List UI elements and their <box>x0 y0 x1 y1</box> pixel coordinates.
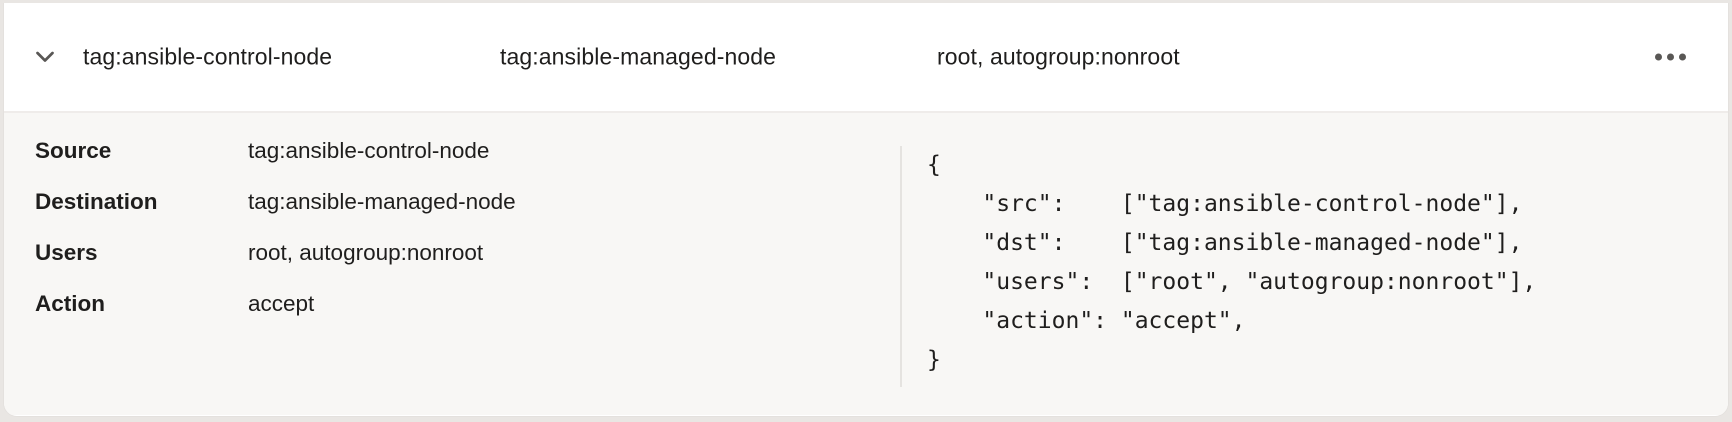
rule-details-panel: Source tag:ansible-control-node Destinat… <box>4 113 1728 415</box>
field-label: Users <box>35 239 98 265</box>
rule-json-pane: { "src": ["tag:ansible-control-node"], "… <box>900 146 1728 387</box>
rule-json-code: { "src": ["tag:ansible-control-node"], "… <box>927 146 1728 380</box>
code-line: } <box>927 347 941 373</box>
header-destination-cell: tag:ansible-managed-node <box>500 43 777 70</box>
field-value: root, autogroup:nonroot <box>248 239 484 265</box>
code-line: "action": "accept", <box>927 308 1246 334</box>
more-options-button[interactable] <box>1650 48 1690 67</box>
rule-fields-list: Source tag:ansible-control-node Destinat… <box>4 113 900 415</box>
code-line: { <box>927 152 941 178</box>
acl-rule-card: tag:ansible-control-node tag:ansible-man… <box>3 3 1729 417</box>
code-line: "dst": ["tag:ansible-managed-node"], <box>927 230 1523 256</box>
field-label: Source <box>35 137 112 163</box>
chevron-down-icon <box>36 51 54 62</box>
field-label: Destination <box>35 188 158 214</box>
collapse-row-button[interactable] <box>31 47 59 68</box>
field-value: tag:ansible-managed-node <box>248 188 516 214</box>
detail-row-source: Source tag:ansible-control-node <box>35 125 900 176</box>
detail-row-destination: Destination tag:ansible-managed-node <box>35 176 900 227</box>
acl-rule-row[interactable]: tag:ansible-control-node tag:ansible-man… <box>4 3 1728 113</box>
header-source-cell: tag:ansible-control-node <box>83 43 333 70</box>
detail-row-action: Action accept <box>35 278 900 329</box>
code-line: "src": ["tag:ansible-control-node"], <box>927 191 1523 217</box>
ellipsis-icon <box>1652 53 1688 61</box>
header-users-cell: root, autogroup:nonroot <box>937 43 1180 70</box>
detail-row-users: Users root, autogroup:nonroot <box>35 227 900 278</box>
field-label: Action <box>35 290 105 316</box>
code-line: "users": ["root", "autogroup:nonroot"], <box>927 269 1537 295</box>
field-value: accept <box>248 290 315 316</box>
field-value: tag:ansible-control-node <box>248 137 490 163</box>
